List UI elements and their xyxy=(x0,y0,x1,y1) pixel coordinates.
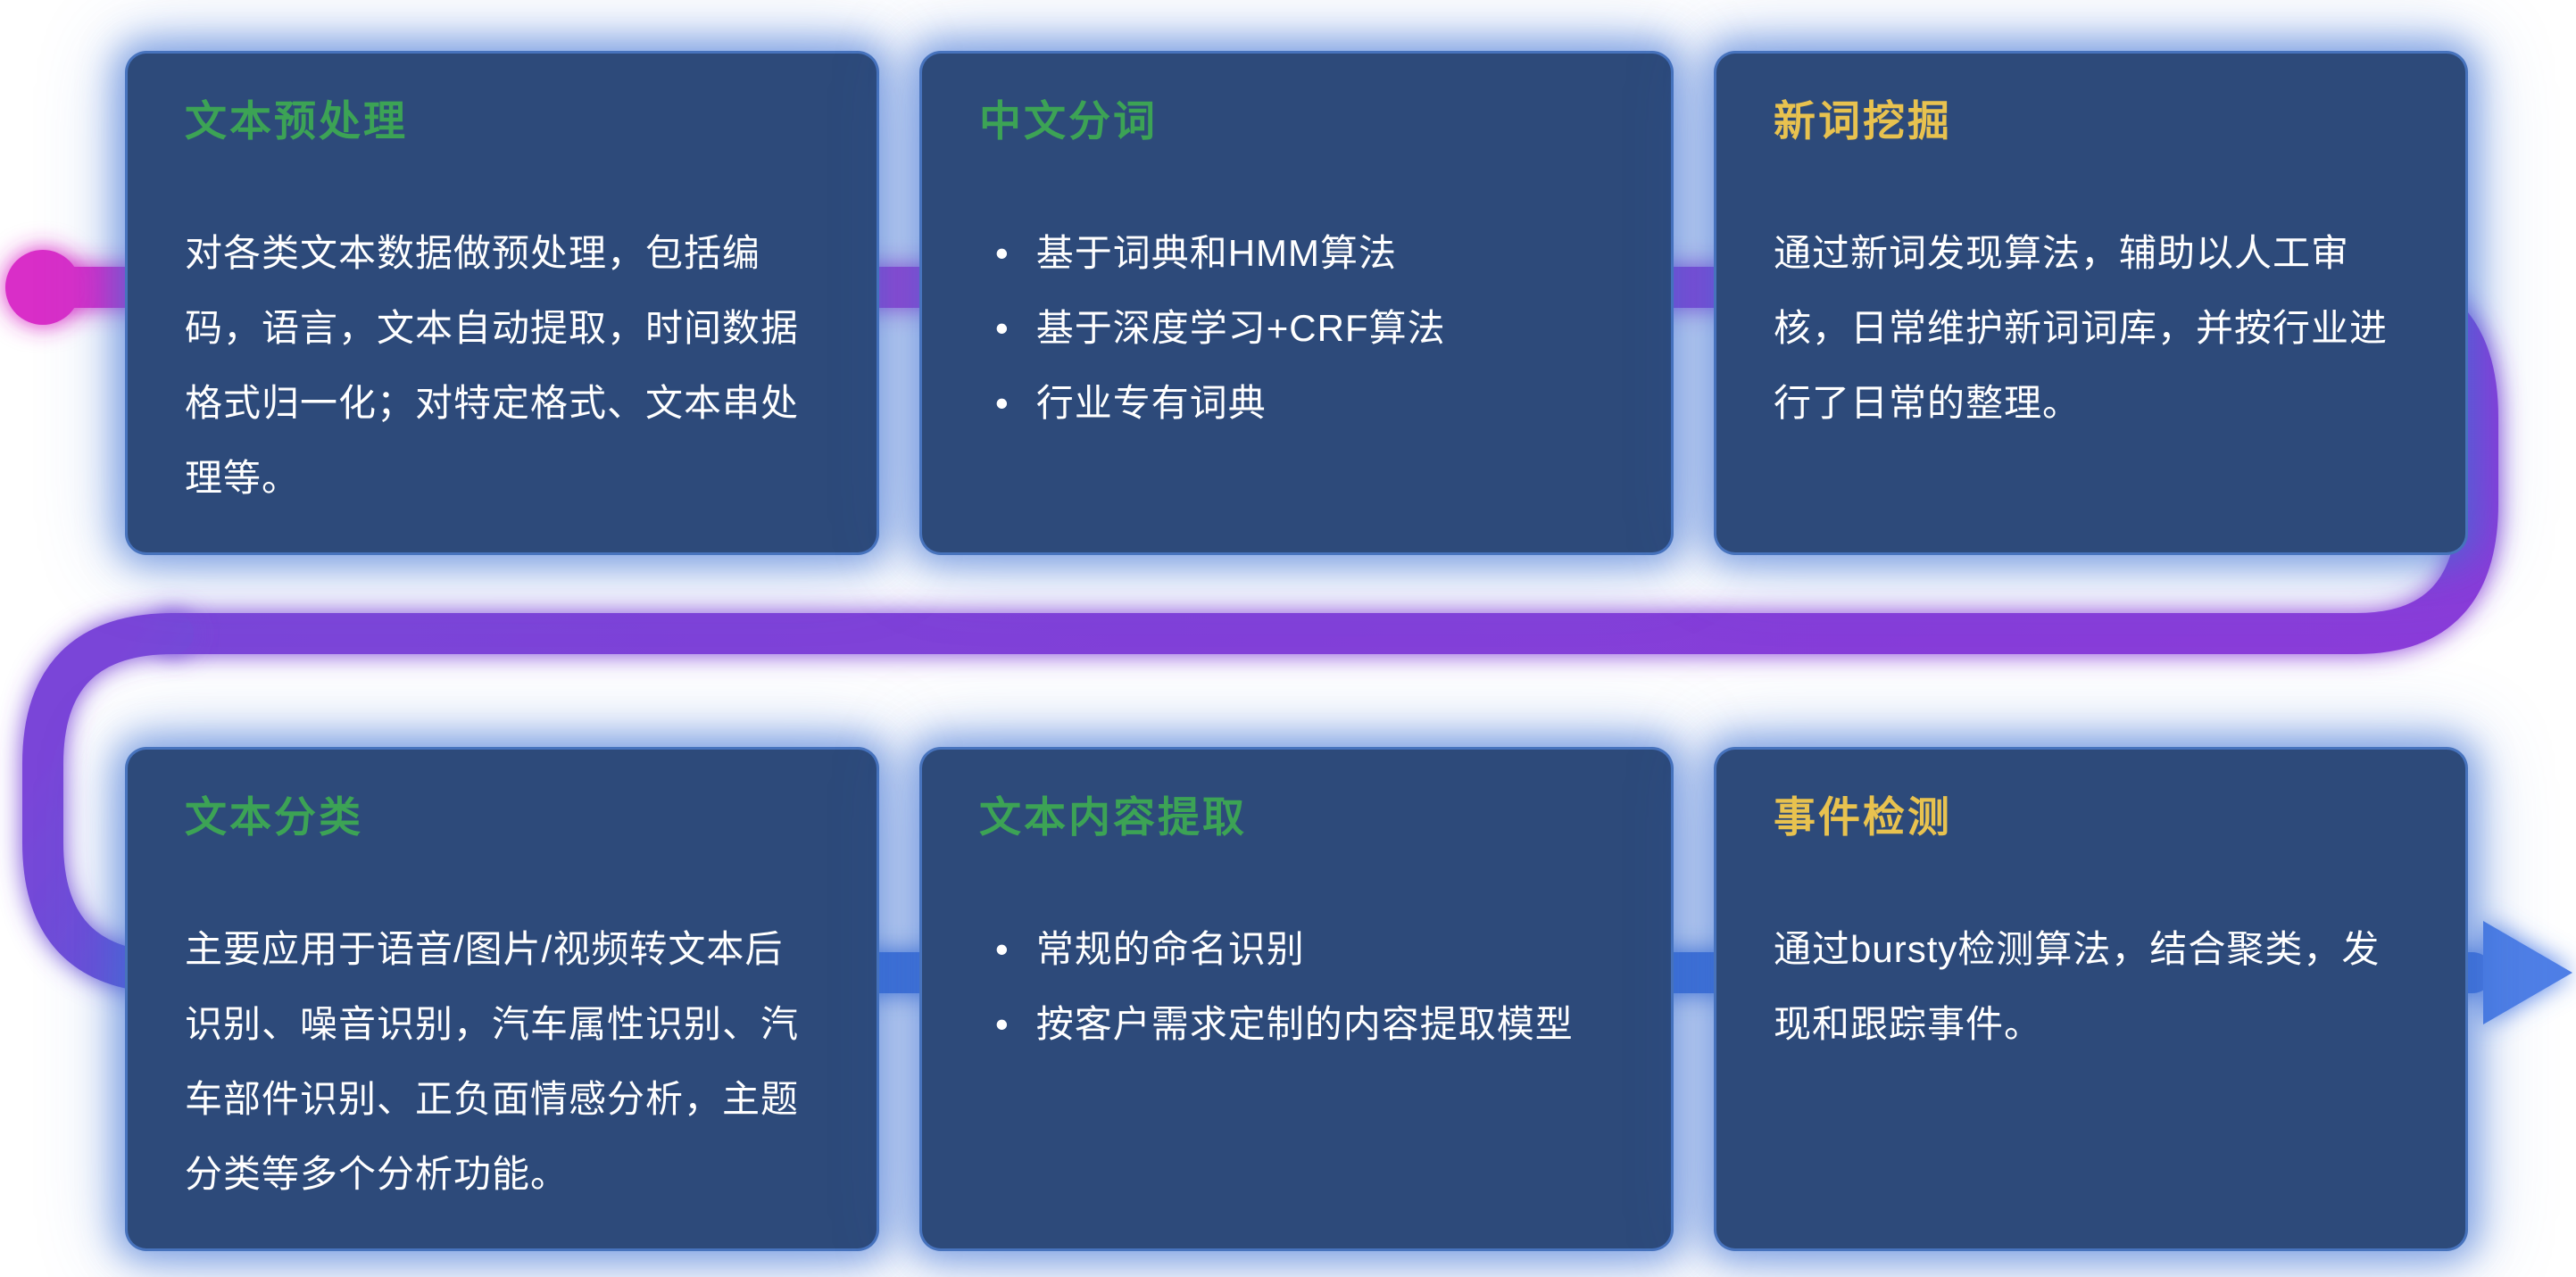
arrow-right-icon xyxy=(2483,921,2572,1024)
bullet-icon: • xyxy=(995,1003,1010,1046)
card-title: 事件检测 xyxy=(1774,793,1952,841)
bullet-item: • 行业专有词典 xyxy=(979,366,1616,441)
card-text-content-extraction: 文本内容提取 • 常规的命名识别 • 按客户需求定制的内容提取模型 xyxy=(919,747,1674,1251)
flow-start-dot xyxy=(5,250,80,325)
card-new-word-mining: 新词挖掘 通过新词发现算法，辅助以人工审核，日常维护新词词库，并按行业进行了日常… xyxy=(1714,51,2468,555)
bullet-list: • 常规的命名识别 • 按客户需求定制的内容提取模型 xyxy=(979,912,1616,1062)
bullet-icon: • xyxy=(995,307,1010,350)
bullet-text: 基于深度学习+CRF算法 xyxy=(1035,307,1446,350)
card-body: 主要应用于语音/图片/视频转文本后识别、噪音识别，汽车属性识别、汽车部件识别、正… xyxy=(185,928,800,1196)
card-text-preprocessing: 文本预处理 对各类文本数据做预处理，包括编码，语言，文本自动提取，时间数据格式归… xyxy=(125,51,879,555)
bullet-icon: • xyxy=(995,928,1010,971)
card-body: 通过bursty检测算法，结合聚类，发现和跟踪事件。 xyxy=(1774,928,2381,1046)
bullet-item: • 基于深度学习+CRF算法 xyxy=(979,291,1616,366)
card-title: 文本预处理 xyxy=(185,97,408,145)
card-body: 对各类文本数据做预处理，包括编码，语言，文本自动提取，时间数据格式归一化；对特定… xyxy=(185,232,800,500)
bullet-text: 行业专有词典 xyxy=(1035,382,1267,425)
bullet-icon: • xyxy=(995,232,1010,275)
bullet-text: 基于词典和HMM算法 xyxy=(1035,232,1398,275)
card-title: 新词挖掘 xyxy=(1774,97,1952,145)
pipe-bottom-segment xyxy=(22,613,2493,993)
bullet-icon: • xyxy=(995,382,1010,425)
bullet-list: • 基于词典和HMM算法 • 基于深度学习+CRF算法 • 行业专有词典 xyxy=(979,216,1616,441)
card-title: 文本内容提取 xyxy=(979,793,1247,841)
card-body: 通过新词发现算法，辅助以人工审核，日常维护新词词库，并按行业进行了日常的整理。 xyxy=(1774,232,2389,425)
bullet-item: • 基于词典和HMM算法 xyxy=(979,216,1616,291)
bullet-item: • 按客户需求定制的内容提取模型 xyxy=(979,987,1616,1062)
card-title: 中文分词 xyxy=(979,97,1158,145)
card-text-classification: 文本分类 主要应用于语音/图片/视频转文本后识别、噪音识别，汽车属性识别、汽车部… xyxy=(125,747,879,1251)
bullet-text: 按客户需求定制的内容提取模型 xyxy=(1035,1003,1574,1046)
card-chinese-word-segmentation: 中文分词 • 基于词典和HMM算法 • 基于深度学习+CRF算法 • 行业专有词… xyxy=(919,51,1674,555)
bullet-text: 常规的命名识别 xyxy=(1035,928,1305,971)
card-event-detection: 事件检测 通过bursty检测算法，结合聚类，发现和跟踪事件。 xyxy=(1714,747,2468,1251)
bullet-item: • 常规的命名识别 xyxy=(979,912,1616,987)
card-title: 文本分类 xyxy=(185,793,363,841)
